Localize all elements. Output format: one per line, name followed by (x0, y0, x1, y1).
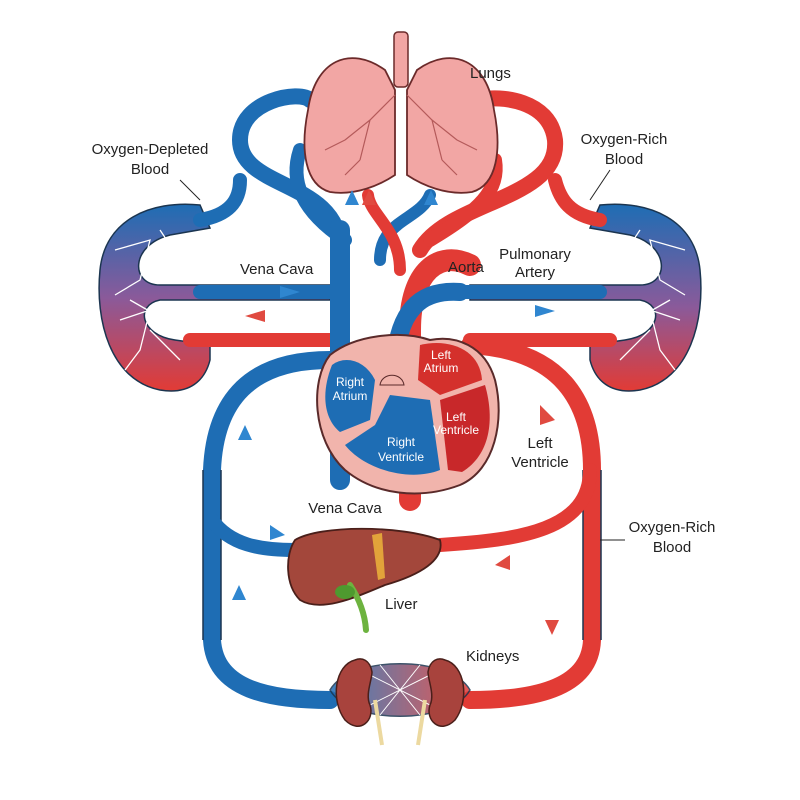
right-atrium (325, 360, 375, 432)
pulmonary-loop (232, 88, 564, 276)
label-pulmonary-artery: Artery (515, 264, 556, 281)
label-kidneys: Kidneys (466, 648, 519, 665)
label-left-ventricle-outer: Ventricle (511, 454, 569, 471)
capillary-bed-left (98, 173, 337, 392)
label-right-atrium: Right (336, 375, 365, 389)
label-left-ventricle-inner: Ventricle (433, 423, 479, 437)
labels: Lungs Oxygen-Depleted Blood Oxygen-Rich … (92, 65, 716, 665)
arrow-icon (280, 286, 300, 298)
label-oxygen-rich-top: Blood (605, 151, 643, 168)
arrow-icon (540, 405, 555, 425)
label-left-atrium: Atrium (424, 361, 459, 375)
right-ventricle (345, 395, 440, 475)
arrow-icon (238, 425, 252, 440)
label-lungs: Lungs (470, 65, 511, 82)
kidneys (329, 658, 471, 746)
arrow-icon (362, 190, 376, 205)
arrow-icon (495, 555, 510, 570)
left-kidney (335, 658, 373, 727)
arrow-icon (345, 190, 359, 205)
label-left-atrium: Left (431, 348, 452, 362)
lungs (303, 31, 499, 194)
arrow-icon (232, 585, 246, 600)
leader-lines (179, 169, 625, 541)
liver (205, 463, 597, 633)
label-oxygen-depleted: Blood (131, 161, 169, 178)
arrow-icon (245, 310, 265, 322)
label-oxygen-rich-bottom: Oxygen-Rich (629, 519, 716, 536)
trachea (393, 31, 409, 88)
label-left-ventricle-outer: Left (527, 435, 553, 452)
flow-arrows (232, 190, 559, 635)
label-right-atrium: Atrium (333, 389, 368, 403)
label-vena-cava-top: Vena Cava (240, 261, 314, 278)
right-kidney (427, 658, 465, 727)
arrow-icon (535, 305, 555, 317)
left-ventricle (440, 385, 490, 472)
label-aorta: Aorta (448, 259, 485, 276)
arrow-icon (424, 190, 438, 205)
label-oxygen-rich-top: Oxygen-Rich (581, 131, 668, 148)
label-right-ventricle: Right (387, 435, 416, 449)
right-lung (406, 57, 499, 194)
left-atrium (418, 343, 482, 395)
label-oxygen-rich-bottom: Blood (653, 539, 691, 556)
capillary-bed-right (453, 173, 702, 392)
label-pulmonary-artery: Pulmonary (499, 246, 571, 263)
label-vena-cava-bottom: Vena Cava (308, 500, 382, 517)
label-right-ventricle: Ventricle (378, 450, 424, 464)
heart (316, 334, 500, 495)
label-left-ventricle-inner: Left (446, 410, 467, 424)
label-liver: Liver (385, 596, 418, 613)
label-oxygen-depleted: Oxygen-Depleted (92, 141, 209, 158)
arrow-icon (545, 620, 559, 635)
left-lung (303, 57, 396, 194)
arrow-icon (270, 525, 285, 540)
